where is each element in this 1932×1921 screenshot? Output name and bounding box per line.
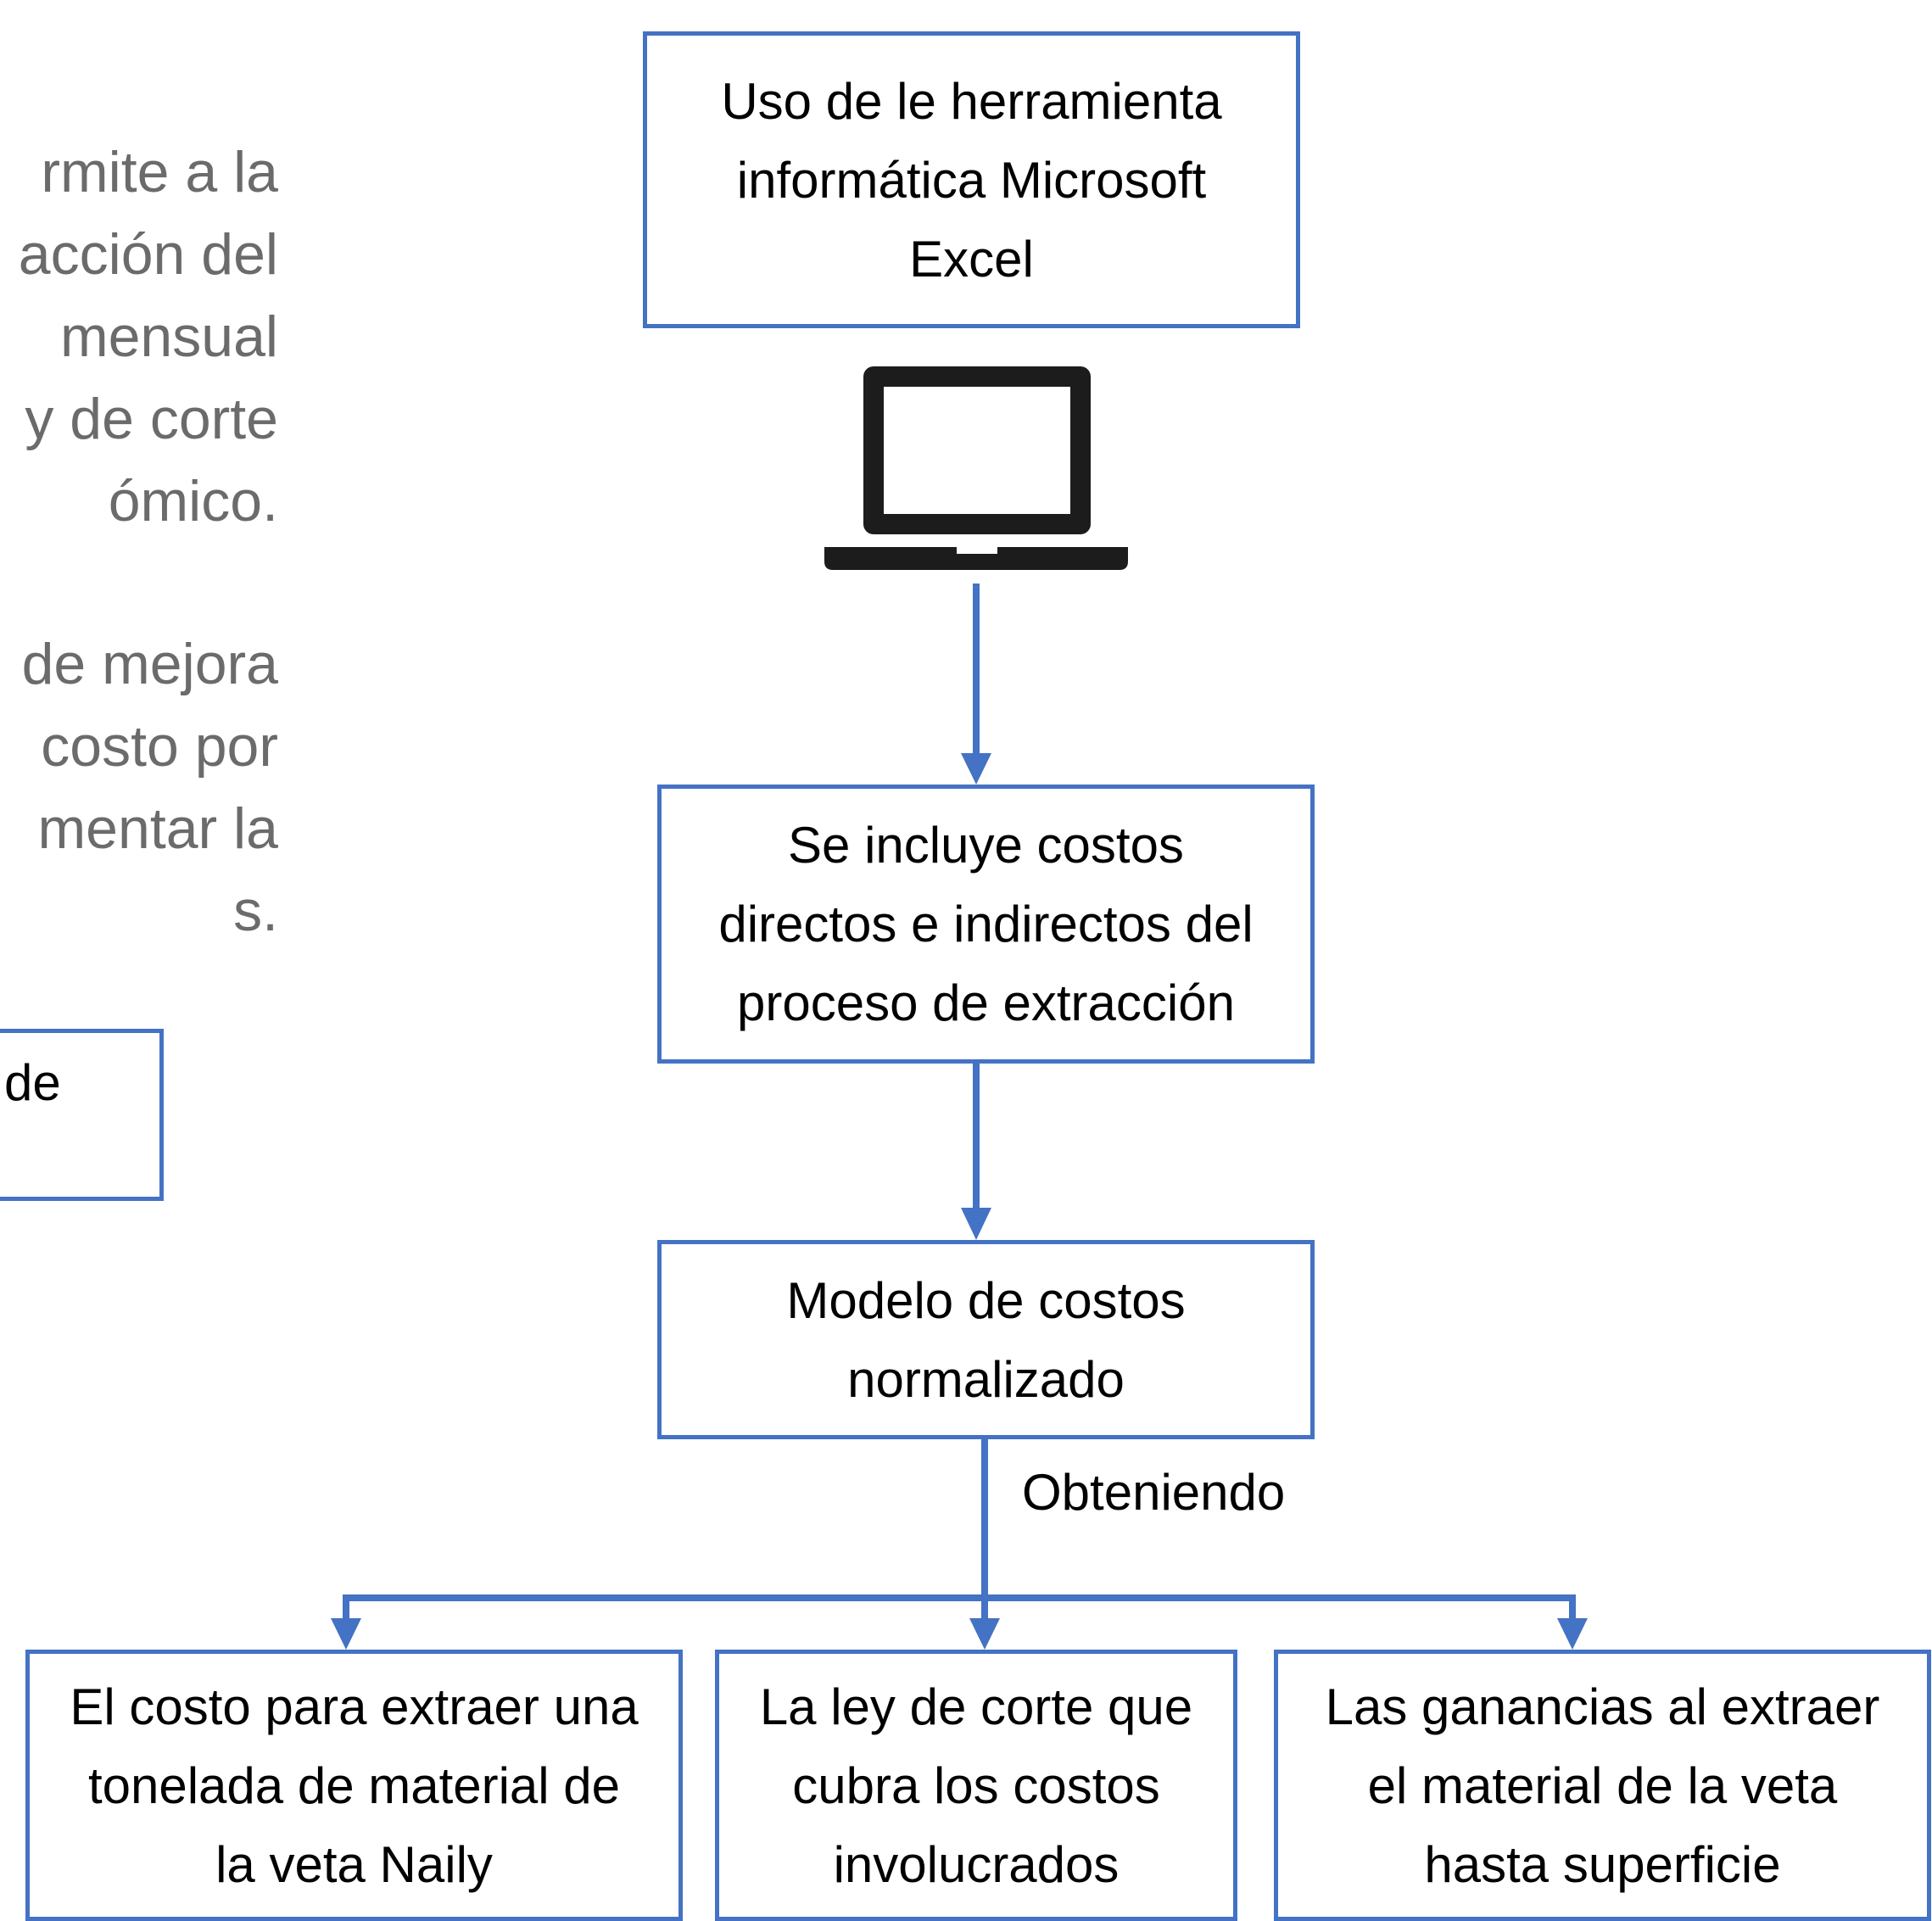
box-line: el material de la veta bbox=[1367, 1756, 1838, 1814]
box-line: proceso de extracción bbox=[736, 974, 1235, 1031]
box-output-profits: Las ganancias al extraer el material de … bbox=[1274, 1650, 1931, 1921]
box-excel-tool: Uso de le herramienta informática Micros… bbox=[643, 31, 1300, 328]
box-normalized-cost-model: Modelo de costos normalizado bbox=[657, 1240, 1315, 1439]
box-direct-indirect-costs: Se incluye costos directos e indirectos … bbox=[657, 785, 1315, 1064]
arrowhead bbox=[331, 1618, 361, 1650]
box-line: El costo para extraer una bbox=[70, 1678, 639, 1735]
box-output-cutoff-grade: La ley de corte que cubra los costos inv… bbox=[715, 1650, 1237, 1921]
arrow-laptop-to-costs bbox=[973, 584, 980, 757]
left-paragraph-1-line: acción del bbox=[18, 222, 278, 287]
left-box-text: de bbox=[4, 1054, 61, 1111]
box-line: hasta superficie bbox=[1424, 1835, 1781, 1893]
left-paragraph-2: de mejora costo por mentar la s. bbox=[0, 623, 278, 952]
left-paragraph-1-line: ómico. bbox=[108, 469, 278, 533]
branch-label: Obteniendo bbox=[1022, 1464, 1286, 1521]
left-paragraph-1: rmite a la acción del mensual y de corte… bbox=[0, 131, 278, 543]
left-paragraph-1-line: mensual bbox=[59, 304, 278, 369]
box-line: directos e indirectos del bbox=[718, 896, 1254, 952]
left-paragraph-2-line: s. bbox=[233, 879, 278, 943]
branch-horizontal bbox=[343, 1594, 1576, 1601]
left-paragraph-1-line: y de corte bbox=[25, 387, 278, 451]
branch-left-drop bbox=[343, 1594, 349, 1620]
left-paragraph-1-line: rmite a la bbox=[41, 140, 278, 204]
arrow-costs-to-model bbox=[973, 1064, 980, 1212]
left-paragraph-2-line: costo por bbox=[41, 714, 278, 779]
box-line: normalizado bbox=[847, 1350, 1125, 1408]
left-paragraph-2-line: de mejora bbox=[21, 632, 278, 696]
box-line: Se incluye costos bbox=[788, 817, 1184, 874]
box-line: Excel bbox=[909, 230, 1034, 288]
left-cropped-box: de bbox=[0, 1029, 164, 1201]
left-paragraph-2-line: mentar la bbox=[37, 796, 278, 861]
box-line: tonelada de material de bbox=[87, 1756, 621, 1814]
arrowhead bbox=[1557, 1618, 1588, 1650]
box-line: la veta Naily bbox=[215, 1835, 493, 1893]
arrowhead bbox=[969, 1618, 1000, 1650]
arrowhead bbox=[961, 753, 991, 785]
box-line: cubra los costos bbox=[792, 1756, 1160, 1814]
box-output-cost-per-ton: El costo para extraer una tonelada de ma… bbox=[25, 1650, 683, 1921]
box-line: Las ganancias al extraer bbox=[1325, 1678, 1880, 1735]
arrowhead bbox=[961, 1208, 991, 1240]
box-line: Modelo de costos bbox=[786, 1271, 1186, 1329]
branch-right-drop bbox=[1569, 1594, 1576, 1620]
laptop-icon bbox=[824, 366, 1128, 570]
trunk-from-model bbox=[981, 1439, 988, 1622]
box-line: Uso de le herramienta bbox=[721, 72, 1222, 130]
box-line: involucrados bbox=[833, 1835, 1120, 1893]
box-line: La ley de corte que bbox=[759, 1678, 1193, 1735]
box-line: informática Microsoft bbox=[736, 151, 1207, 209]
